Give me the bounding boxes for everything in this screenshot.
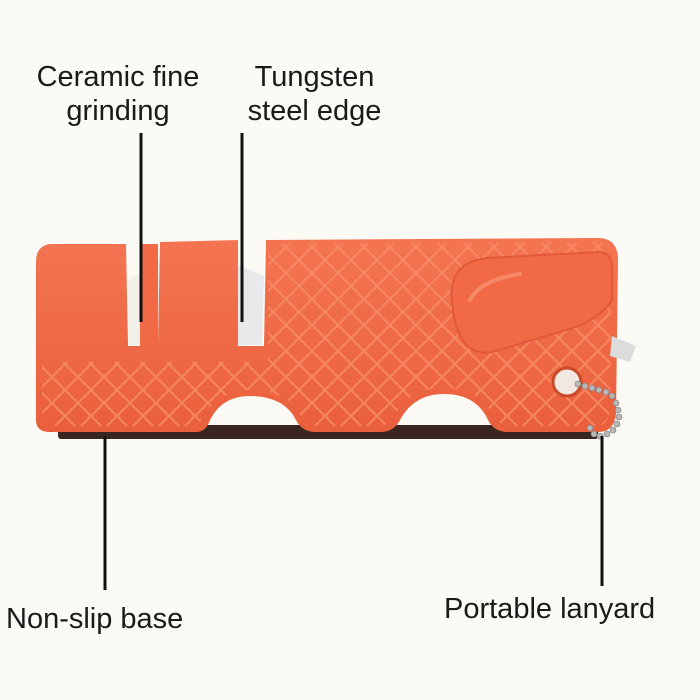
label-line: grinding xyxy=(66,95,170,127)
lanyard-hole xyxy=(551,366,583,398)
blade-tip xyxy=(610,336,636,362)
label-portable-lanyard: Portable lanyard xyxy=(444,593,656,625)
tungsten-insert xyxy=(232,262,264,345)
label-ceramic-fine-grinding: Ceramic fine grinding xyxy=(18,60,218,128)
thumb-grip xyxy=(450,250,613,354)
bead-chain-icon xyxy=(574,380,623,440)
label-tungsten-steel-edge: Tungsten steel edge xyxy=(232,60,397,128)
label-line: Ceramic fine xyxy=(36,61,200,93)
label-non-slip-base: Non-slip base xyxy=(6,603,184,635)
label-line: Tungsten xyxy=(254,61,375,93)
ceramic-slot xyxy=(140,244,158,346)
label-line: steel edge xyxy=(247,95,382,127)
